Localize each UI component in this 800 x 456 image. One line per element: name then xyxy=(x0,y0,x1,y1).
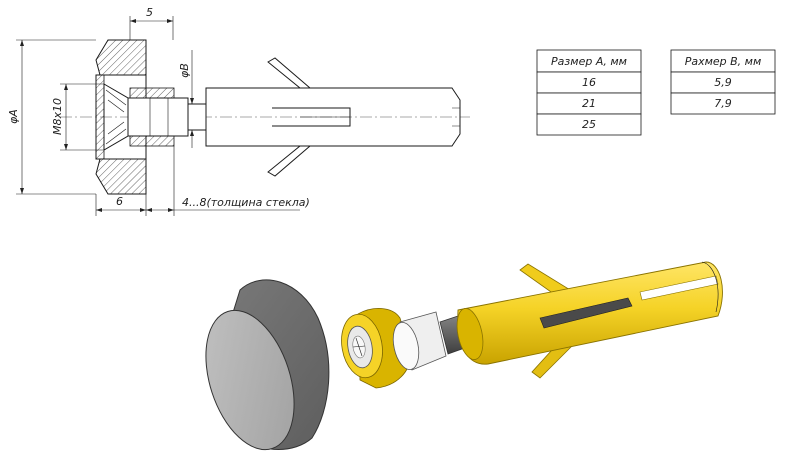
table-a-header: Размер А, мм xyxy=(551,55,627,68)
anchor-slot-3d xyxy=(539,297,633,329)
anchor-sleeve xyxy=(205,87,461,147)
dim-dia-b: φB xyxy=(178,63,191,78)
grey-cap xyxy=(205,279,330,451)
assembly-3d-view xyxy=(205,261,723,451)
anchor-wing-bottom xyxy=(267,145,312,177)
section-view: 5 φA M8x10 φB 6 4...8(толщина стекла) xyxy=(7,6,470,216)
dim-top-width: 5 xyxy=(146,6,153,19)
table-b-row: 5,9 xyxy=(714,76,732,89)
dim-glass-thickness: 4...8(толщина стекла) xyxy=(182,196,310,209)
table-b-row: 7,9 xyxy=(714,97,732,110)
pin xyxy=(187,103,207,131)
dim-bottom-width: 6 xyxy=(116,195,123,208)
cap-wall xyxy=(95,74,105,160)
table-size-b: Рахмер В, мм 5,9 7,9 xyxy=(670,49,776,115)
anchor-wing-top xyxy=(267,57,312,89)
table-a-row: 16 xyxy=(582,76,596,89)
screw-head-lines xyxy=(105,89,127,145)
table-b-header: Рахмер В, мм xyxy=(685,55,762,68)
table-size-a: Размер А, мм 16 21 25 xyxy=(536,49,642,136)
table-a-row: 21 xyxy=(582,97,596,110)
bushing-top xyxy=(129,87,175,99)
yellow-anchor xyxy=(456,261,723,379)
white-bushing xyxy=(392,311,447,371)
table-a-row: 25 xyxy=(582,118,596,131)
screw-shank xyxy=(127,97,189,137)
dim-dia-a: φA xyxy=(7,109,20,124)
bushing-bottom xyxy=(129,135,175,147)
cap-section-lower xyxy=(95,158,147,195)
dim-thread: M8x10 xyxy=(51,98,64,135)
cap-section xyxy=(95,39,147,76)
